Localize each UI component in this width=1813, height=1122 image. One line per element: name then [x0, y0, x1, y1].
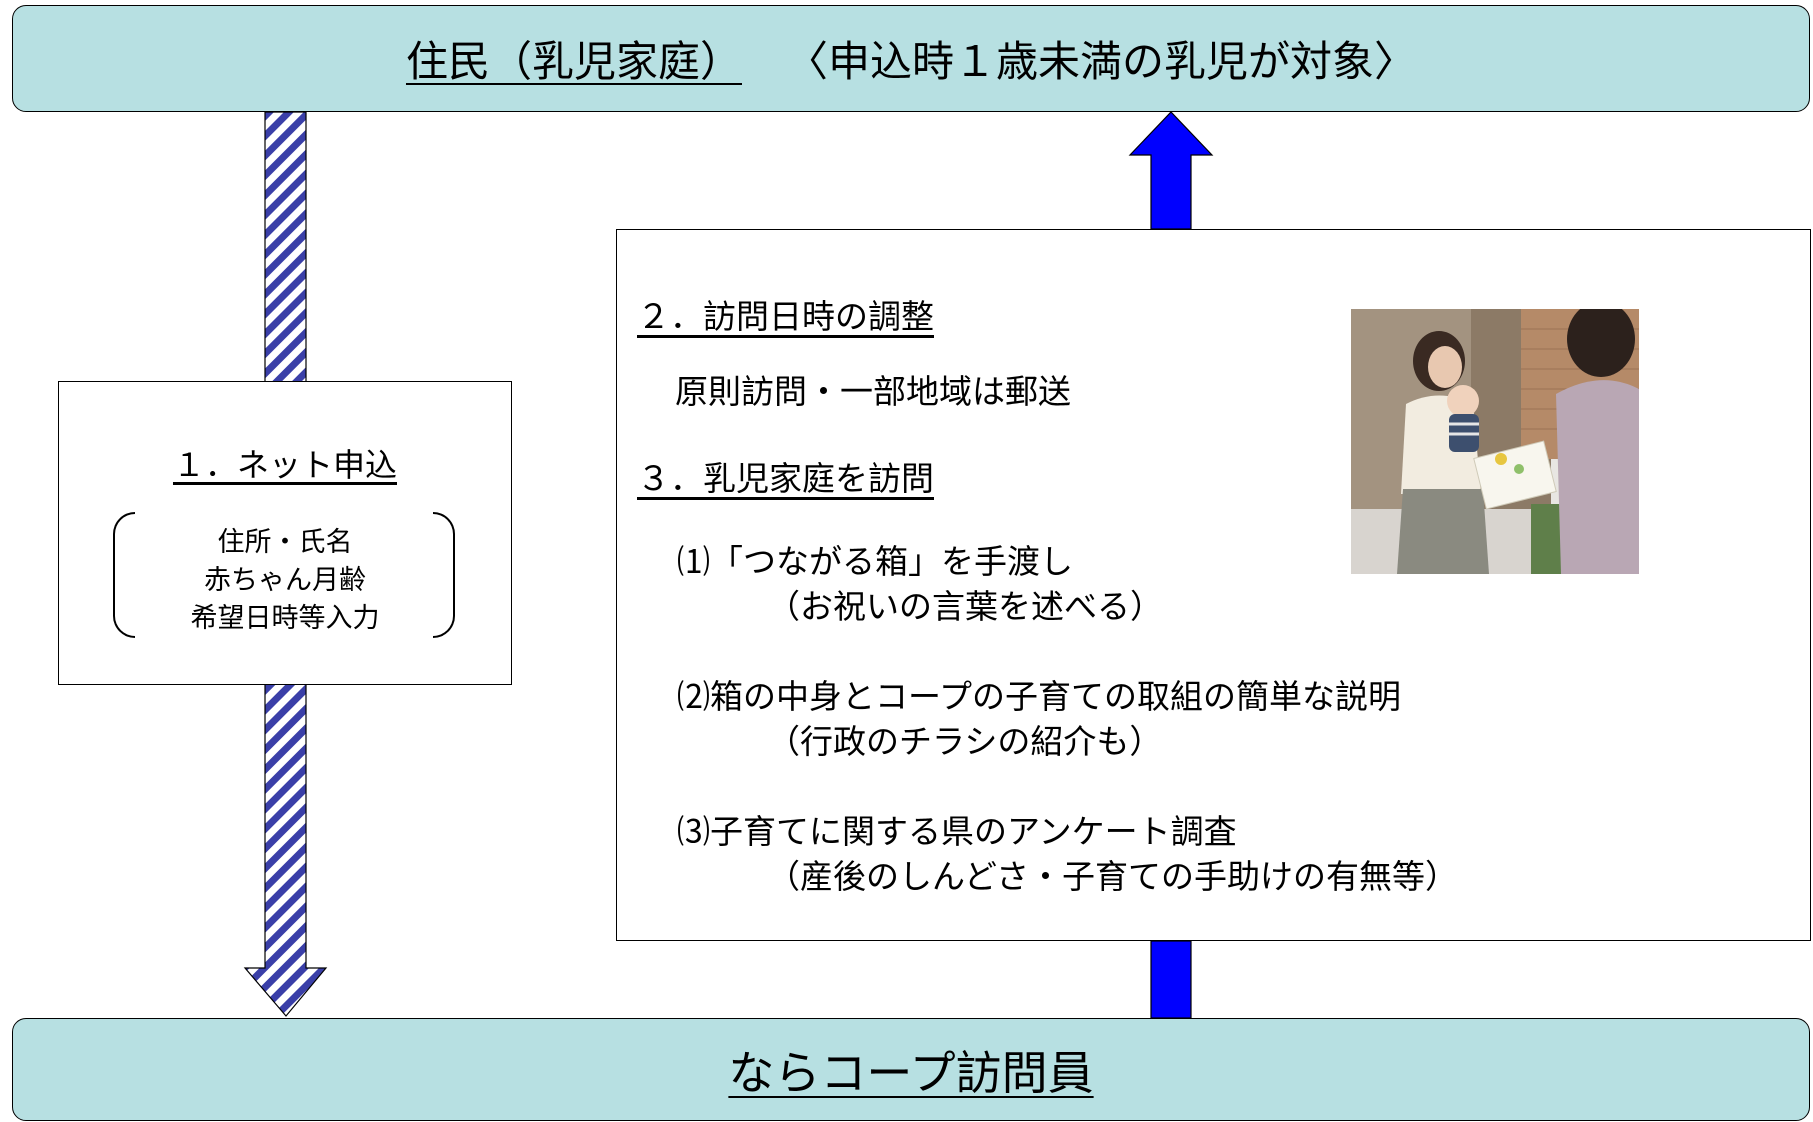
- input-item: 赤ちゃん月齢: [204, 565, 366, 596]
- step3-item-sub: （産後のしんどさ・子育ての手助けの有無等）: [767, 857, 1459, 896]
- input-item: 住所・氏名: [217, 527, 353, 558]
- step3-item-label: ⑶子育てに関する県のアンケート調査: [677, 812, 1237, 851]
- step1-box: １．ネット申込 住所・氏名 赤ちゃん月齢 希望日時等入力: [58, 381, 512, 685]
- visitor-title: ならコープ訪問員: [728, 1045, 1094, 1100]
- step3-item-label: ⑴「つながる箱」を手渡し: [677, 542, 1073, 581]
- step3-title: ３．乳児家庭を訪問: [637, 459, 934, 498]
- visit-photo: [1351, 309, 1639, 574]
- input-item: 希望日時等入力: [190, 603, 380, 634]
- step2-note: 原則訪問・一部地域は郵送: [675, 372, 1071, 411]
- visit-arrow-up: [1128, 111, 1214, 230]
- resident-title: 住民（乳児家庭）: [405, 37, 742, 86]
- visit-arrow-shaft: [1150, 940, 1192, 1019]
- step3-item-sub: （お祝いの言葉を述べる）: [767, 587, 1163, 626]
- step3-item-label: ⑵箱の中身とコープの子育ての取組の簡単な説明: [677, 677, 1402, 716]
- visitor-banner: ならコープ訪問員: [12, 1018, 1810, 1121]
- resident-banner: 住民（乳児家庭） 〈申込時１歳未満の乳児が対象〉: [12, 5, 1810, 112]
- step2-title: ２．訪問日時の調整: [637, 297, 934, 336]
- step3-item-sub: （行政のチラシの紹介も）: [767, 722, 1163, 761]
- step1-title: １．ネット申込: [172, 446, 397, 484]
- steps-box: ２．訪問日時の調整 原則訪問・一部地域は郵送 ３．乳児家庭を訪問 ⑴「つながる箱…: [616, 229, 1811, 941]
- resident-target-note: 〈申込時１歳未満の乳児が対象〉: [786, 37, 1417, 86]
